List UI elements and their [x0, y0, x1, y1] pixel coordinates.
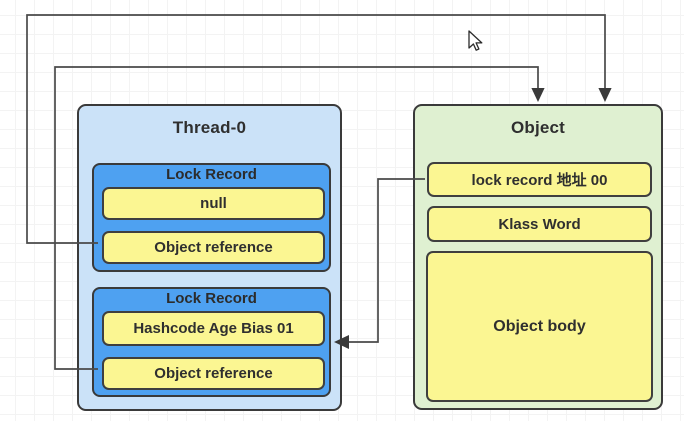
arrowhead-into-object-right — [598, 88, 612, 102]
lock-record-2: Lock Record Hashcode Age Bias 01 Object … — [92, 287, 331, 397]
object-box-title: Object — [510, 118, 566, 137]
object-box: Object lock record 地址 00 Klass Word Obje… — [413, 104, 663, 410]
lock-record-1: Lock Record null Object reference — [92, 163, 331, 272]
lock-record-1-markword-cell: null — [102, 187, 325, 220]
object-lock-record-address-cell: lock record 地址 00 — [427, 162, 652, 197]
object-klass-word-cell: Klass Word — [427, 206, 652, 242]
lock-record-1-title: Lock Record — [166, 166, 257, 183]
thread-box-title: Thread-0 — [172, 118, 247, 137]
lock-record-1-object-reference-cell: Object reference — [102, 231, 325, 264]
thread-box: Thread-0 Lock Record null Object referen… — [77, 104, 342, 411]
lock-record-2-title: Lock Record — [166, 290, 257, 307]
lock-record-2-markword-cell: Hashcode Age Bias 01 — [102, 311, 325, 346]
arrowhead-into-object-left — [531, 88, 545, 102]
mouse-cursor-icon — [468, 30, 483, 51]
object-body-cell: Object body — [426, 251, 653, 402]
lock-record-2-object-reference-cell: Object reference — [102, 357, 325, 390]
